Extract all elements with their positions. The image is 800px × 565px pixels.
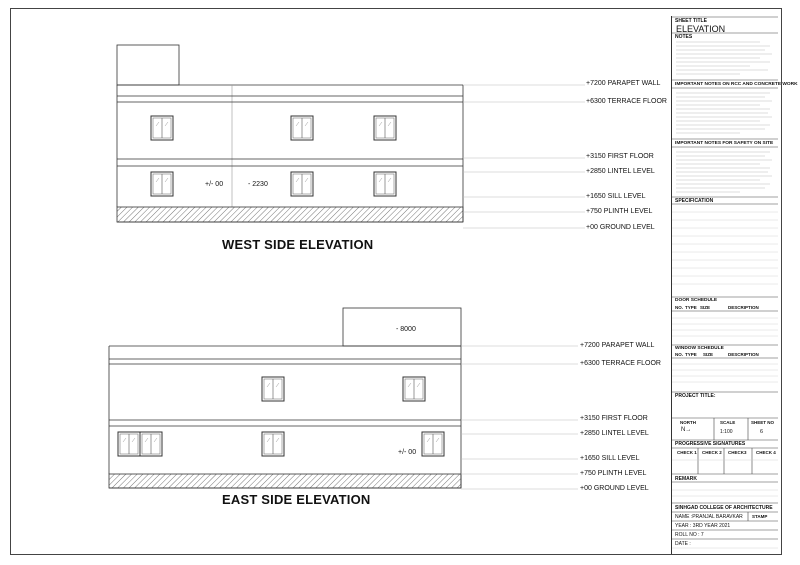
east-elevation <box>108 307 578 490</box>
west-level-first-floor: +3150 FIRST FLOOR <box>586 153 654 160</box>
east-level-ground: +00 GROUND LEVEL <box>580 485 649 492</box>
west-level-ground: +00 GROUND LEVEL <box>586 224 655 231</box>
titleblock-border <box>671 16 778 554</box>
east-level-lintel: +2850 LINTEL LEVEL <box>580 430 649 437</box>
project-title-label: PROJECT TITLE: <box>675 393 716 399</box>
progressive-signatures-heading: PROGRESSIVE SIGNATURES <box>675 441 746 447</box>
check-2: CHECK 2 <box>702 450 722 455</box>
sheet-no-value: 6 <box>760 429 764 435</box>
window-col-size: SIZE <box>703 352 714 357</box>
west-mark-datum: +/- 00 <box>205 181 224 188</box>
door-col-description: DESCRIPTION <box>728 305 759 310</box>
rcc-notes-heading: IMPORTANT NOTES ON RCC AND CONCRETE WORK <box>675 82 798 87</box>
window-col-type: TYPE <box>685 352 697 357</box>
check-4: CHECK 4 <box>756 450 776 455</box>
titleblock-lines <box>671 16 778 540</box>
east-level-terrace: +6300 TERRACE FLOOR <box>580 360 661 367</box>
date-field: DATE : <box>675 541 691 547</box>
door-schedule-heading: DOOR SCHEDULE <box>675 298 718 303</box>
east-elevation-title: EAST SIDE ELEVATION <box>222 492 371 507</box>
west-elevation <box>116 44 585 229</box>
check-1: CHECK 1 <box>677 450 697 455</box>
west-level-lintel: +2850 LINTEL LEVEL <box>586 168 655 175</box>
scale-value: 1:100 <box>720 429 733 435</box>
window-schedule-heading: WINDOW SCHEDULE <box>675 346 724 351</box>
east-level-parapet: +7200 PARAPET WALL <box>580 342 655 349</box>
window-col-description: DESCRIPTION <box>728 352 759 357</box>
east-level-plinth: +750 PLINTH LEVEL <box>580 470 647 477</box>
north-arrow-icon: N→ <box>681 427 692 433</box>
titleblock-rule-rows <box>671 211 778 549</box>
stamp-label: STAMP <box>752 514 768 519</box>
notes-heading: NOTES <box>675 34 693 40</box>
north-label: NORTH <box>680 420 696 425</box>
east-level-sill: +1650 SILL LEVEL <box>580 455 640 462</box>
door-col-no: NO. <box>675 305 684 310</box>
east-mark-height: - 8000 <box>396 326 416 333</box>
student-name: NAME :PRANJAL BARAVKAR <box>675 514 743 520</box>
scale-label: SCALE <box>720 420 736 425</box>
west-level-plinth: +750 PLINTH LEVEL <box>586 208 653 215</box>
notes-text-lines <box>676 41 772 193</box>
door-col-size: SIZE <box>700 305 711 310</box>
remark-label: REMARK <box>675 476 697 482</box>
college-name: SINHGAD COLLEGE OF ARCHITECTURE <box>675 505 773 511</box>
west-elevation-title: WEST SIDE ELEVATION <box>222 237 374 252</box>
east-level-first-floor: +3150 FIRST FLOOR <box>580 415 648 422</box>
drawing-sheet-border <box>10 8 782 555</box>
check-3: CHECK3 <box>728 450 747 455</box>
sheet-title-label: SHEET TITLE <box>675 18 707 24</box>
west-level-sill: +1650 SILL LEVEL <box>586 193 646 200</box>
west-mark-depth: - 2230 <box>248 181 268 188</box>
window-col-no: NO. <box>675 352 684 357</box>
east-mark-datum: +/- 00 <box>398 449 417 456</box>
door-col-type: TYPE <box>685 305 697 310</box>
year-field: YEAR : 3RD YEAR 2021 <box>675 523 731 529</box>
roll-no-field: ROLL NO : 7 <box>675 532 704 538</box>
west-level-terrace: +6300 TERRACE FLOOR <box>586 98 667 105</box>
west-level-parapet: +7200 PARAPET WALL <box>586 80 661 87</box>
specification-heading: SPECIFICATION <box>675 198 714 204</box>
safety-notes-heading: IMPORTANT NOTES FOR SAFETY ON SITE <box>675 141 774 146</box>
sheet-no-label: SHEET NO <box>751 420 775 425</box>
sheet-title: ELEVATION <box>676 24 726 34</box>
